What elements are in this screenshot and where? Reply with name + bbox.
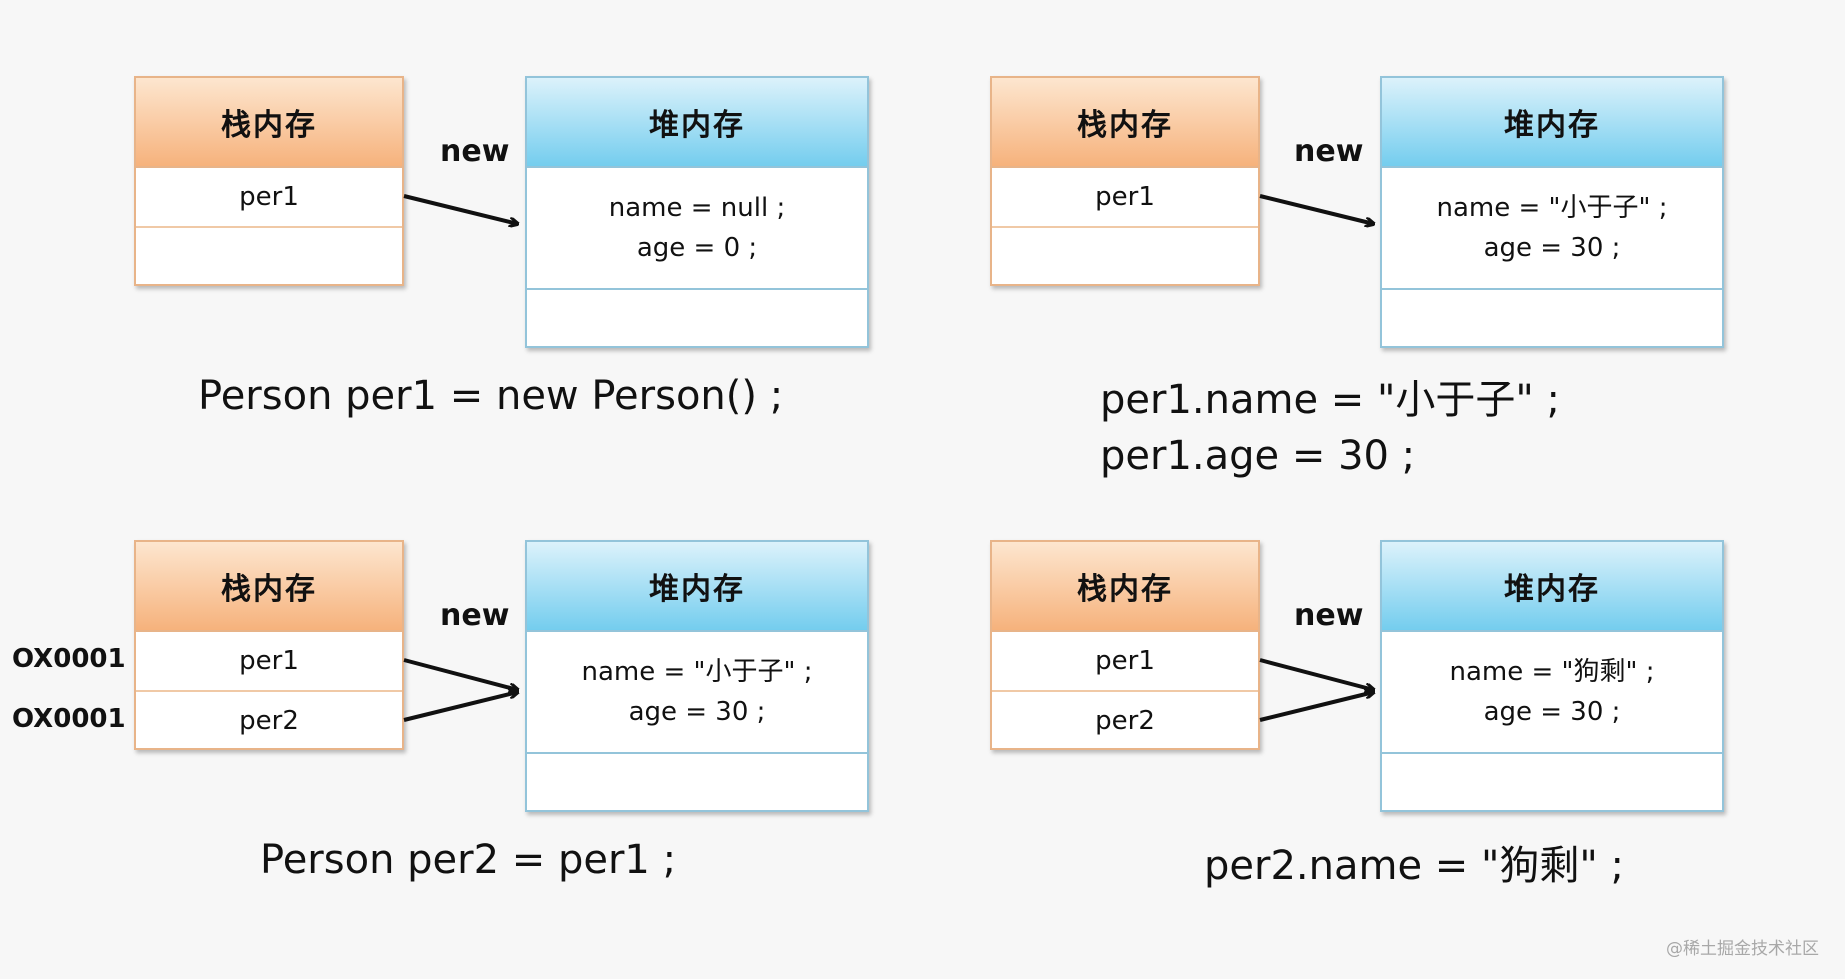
code-statement: Person per2 = per1 ; — [260, 832, 676, 888]
reference-arrow — [0, 0, 1, 1]
code-statement: per2.name = "狗剩" ; — [1204, 838, 1624, 894]
stack-memory-title: 栈内存 — [136, 78, 402, 168]
heap-field-age: age = 30 ; — [1483, 233, 1621, 263]
stack-memory-box: 栈内存 per1 — [134, 76, 404, 286]
heap-field-age: age = 0 ; — [636, 233, 758, 263]
stack-row-per1: per1 — [992, 632, 1258, 692]
code-line: per2.name = "狗剩" ; — [1204, 843, 1624, 889]
heap-object-fields: name = "小于子" ; age = 30 ; — [1382, 168, 1722, 290]
stack-row-per1: per1 — [992, 168, 1258, 228]
new-label: new — [1294, 598, 1364, 633]
heap-memory-title: 堆内存 — [527, 542, 867, 632]
heap-memory-title: 堆内存 — [1382, 542, 1722, 632]
heap-field-name: name = "小于子" ; — [1436, 193, 1668, 223]
heap-field-name: name = "狗剩" ; — [1449, 657, 1655, 687]
stack-memory-title: 栈内存 — [992, 542, 1258, 632]
stack-row-per1: per1 — [136, 168, 402, 228]
heap-memory-box: 堆内存 name = "小于子" ; age = 30 ; — [525, 540, 869, 812]
heap-object-fields: name = "狗剩" ; age = 30 ; — [1382, 632, 1722, 754]
heap-memory-box: 堆内存 name = "小于子" ; age = 30 ; — [1380, 76, 1724, 348]
new-label: new — [440, 134, 510, 169]
address-label: OX0001 — [12, 704, 126, 734]
reference-arrow — [0, 0, 1, 1]
code-line: per1.name = "小于子" ; — [1100, 377, 1560, 423]
stack-row-empty — [136, 228, 402, 286]
stack-memory-title: 栈内存 — [136, 542, 402, 632]
stack-row-empty — [992, 228, 1258, 286]
new-label: new — [440, 598, 510, 633]
new-label: new — [1294, 134, 1364, 169]
code-statement: per1.name = "小于子" ; per1.age = 30 ; — [1100, 372, 1560, 484]
stack-row-per2: per2 — [1095, 706, 1155, 736]
heap-object-fields: name = "小于子" ; age = 30 ; — [527, 632, 867, 754]
stack-memory-box: 栈内存 per1 per2 — [990, 540, 1260, 750]
heap-memory-title: 堆内存 — [1382, 78, 1722, 168]
heap-memory-box: 堆内存 name = null ; age = 0 ; — [525, 76, 869, 348]
heap-object-fields: name = null ; age = 0 ; — [527, 168, 867, 290]
code-line: Person per1 = new Person() ; — [198, 373, 784, 419]
watermark: @稀土掘金技术社区 — [1666, 939, 1819, 959]
code-statement: Person per1 = new Person() ; — [198, 368, 783, 424]
heap-memory-box: 堆内存 name = "狗剩" ; age = 30 ; — [1380, 540, 1724, 812]
code-line: per1.age = 30 ; — [1100, 433, 1416, 479]
code-line: Person per2 = per1 ; — [260, 837, 677, 883]
reference-arrows — [0, 0, 1, 1]
stack-row-per2: per2 — [239, 706, 299, 736]
heap-field-name: name = null ; — [608, 193, 786, 223]
heap-field-age: age = 30 ; — [628, 697, 766, 727]
address-label: OX0001 — [12, 644, 126, 674]
stack-memory-title: 栈内存 — [992, 78, 1258, 168]
heap-field-name: name = "小于子" ; — [581, 657, 813, 687]
heap-memory-title: 堆内存 — [527, 78, 867, 168]
stack-memory-box: 栈内存 per1 — [990, 76, 1260, 286]
reference-arrows — [0, 0, 1, 1]
stack-memory-box: 栈内存 per1 per2 — [134, 540, 404, 750]
stack-row-per1: per1 — [136, 632, 402, 692]
heap-field-age: age = 30 ; — [1483, 697, 1621, 727]
